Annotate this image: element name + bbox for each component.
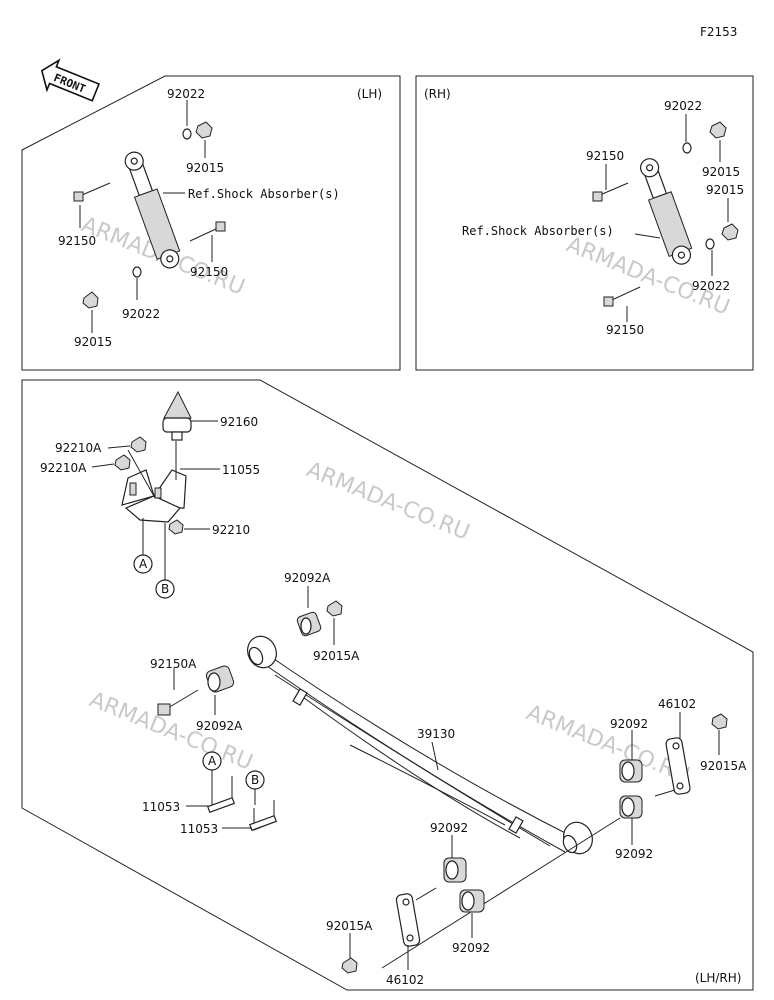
nut-92210a-1 bbox=[130, 436, 147, 453]
label-92092a-top: 92092A bbox=[284, 571, 331, 585]
lh-label-92015-top: 92015 bbox=[186, 161, 224, 175]
figure-code: F2153 bbox=[700, 25, 737, 39]
nut-92210a-2 bbox=[114, 454, 131, 471]
label-92160: 92160 bbox=[220, 415, 258, 429]
rh-label-92150-lower: 92150 bbox=[606, 323, 644, 337]
shock-absorber-lh bbox=[124, 151, 181, 269]
callout-b-1 bbox=[155, 579, 175, 599]
rh-label-92022-top: 92022 bbox=[664, 99, 702, 113]
bolt-92150-lower bbox=[189, 221, 226, 242]
shackle-46102-lower bbox=[395, 887, 437, 947]
panel-main: (LH/RH) A B 92160 92210A bbox=[21, 379, 754, 991]
bushing-92092a-front bbox=[205, 665, 235, 693]
callout-b-1-text: B bbox=[161, 582, 169, 596]
front-arrow-icon: FRONT bbox=[40, 58, 101, 102]
nut-92015-bottom bbox=[82, 291, 99, 309]
panel-rh-border bbox=[415, 75, 754, 371]
washer-92022-bottom bbox=[132, 266, 142, 278]
nut-92015a-rear bbox=[711, 713, 728, 730]
label-92015a-lower: 92015A bbox=[326, 919, 373, 933]
label-92210a-2: 92210A bbox=[40, 461, 87, 475]
bump-stop-92160 bbox=[162, 390, 192, 441]
lh-label-92150-upper: 92150 bbox=[58, 234, 96, 248]
nut-92015-top bbox=[195, 121, 213, 139]
label-46102-rear: 46102 bbox=[658, 697, 696, 711]
label-92092-lower-2: 92092 bbox=[452, 941, 490, 955]
lh-ref-shock: Ref.Shock Absorber(s) bbox=[188, 187, 340, 201]
label-92092-rear-2: 92092 bbox=[615, 847, 653, 861]
rh-bolt-92150-upper bbox=[592, 182, 629, 202]
u-bolt-11053-a bbox=[206, 776, 236, 814]
bolt-92150a bbox=[157, 689, 199, 716]
panel-rh: (RH) 92022 92150 92015 920 bbox=[415, 75, 754, 371]
rh-label-92015-lower: 92015 bbox=[706, 183, 744, 197]
bushing-92092-lower-2 bbox=[459, 889, 485, 913]
lh-label-92015-bottom: 92015 bbox=[74, 335, 112, 349]
label-92015a-front: 92015A bbox=[313, 649, 360, 663]
rh-label-92150-upper: 92150 bbox=[586, 149, 624, 163]
rh-washer-92022-top bbox=[682, 142, 692, 154]
label-11053-a: 11053 bbox=[142, 800, 180, 814]
label-11053-b: 11053 bbox=[180, 822, 218, 836]
bushing-92092-rear-1 bbox=[619, 759, 643, 783]
panel-lh: (LH) 92022 920 bbox=[21, 75, 401, 371]
bushing-92092-rear-2 bbox=[619, 795, 643, 819]
shackle-46102-rear bbox=[654, 737, 691, 797]
washer-92022-top bbox=[182, 128, 192, 140]
u-bolt-11053-b bbox=[248, 800, 278, 832]
bushing-92092-lower-1 bbox=[443, 857, 467, 883]
bushing-92092a-top bbox=[296, 611, 322, 637]
callout-a-2-text: A bbox=[208, 754, 217, 768]
main-panel-side: (LH/RH) bbox=[695, 971, 741, 985]
rh-washer-92022-bottom bbox=[705, 238, 715, 250]
bolt-92150-upper bbox=[73, 182, 111, 202]
label-92210a-1: 92210A bbox=[55, 441, 102, 455]
rh-label-92015-top: 92015 bbox=[702, 165, 740, 179]
rh-nut-92015-lower bbox=[721, 223, 739, 241]
label-92092-rear-1: 92092 bbox=[610, 717, 648, 731]
label-92092-lower-1: 92092 bbox=[430, 821, 468, 835]
nut-92015a-lower bbox=[341, 957, 358, 974]
callout-a-1-text: A bbox=[139, 557, 148, 571]
shock-absorber-rh bbox=[640, 158, 693, 265]
panel-lh-border bbox=[21, 75, 401, 371]
panel-rh-side: (RH) bbox=[424, 87, 451, 101]
bracket-11055 bbox=[121, 469, 187, 523]
label-92092a-front: 92092A bbox=[196, 719, 243, 733]
lh-label-92022-top: 92022 bbox=[167, 87, 205, 101]
nut-92210 bbox=[168, 519, 184, 535]
label-92210: 92210 bbox=[212, 523, 250, 537]
panel-lh-side: (LH) bbox=[357, 87, 382, 101]
rh-label-92022-bottom: 92022 bbox=[692, 279, 730, 293]
label-92015a-rear: 92015A bbox=[700, 759, 747, 773]
rh-nut-92015-top bbox=[709, 121, 727, 139]
watermark-3: ARMADA-CO.RU bbox=[303, 457, 473, 545]
label-46102-lower: 46102 bbox=[386, 973, 424, 987]
nut-92015a-front bbox=[326, 600, 343, 617]
label-92150a: 92150A bbox=[150, 657, 197, 671]
leaf-spring-39130 bbox=[247, 635, 593, 855]
callout-a-1 bbox=[133, 554, 153, 574]
rh-bolt-92150-lower bbox=[603, 286, 641, 307]
panel-main-border bbox=[21, 379, 754, 991]
lh-label-92150-lower: 92150 bbox=[190, 265, 228, 279]
label-11055: 11055 bbox=[222, 463, 260, 477]
label-39130: 39130 bbox=[417, 727, 455, 741]
lh-label-92022-bottom: 92022 bbox=[122, 307, 160, 321]
rh-ref-shock: Ref.Shock Absorber(s) bbox=[462, 224, 614, 238]
callout-b-2-text: B bbox=[251, 773, 259, 787]
